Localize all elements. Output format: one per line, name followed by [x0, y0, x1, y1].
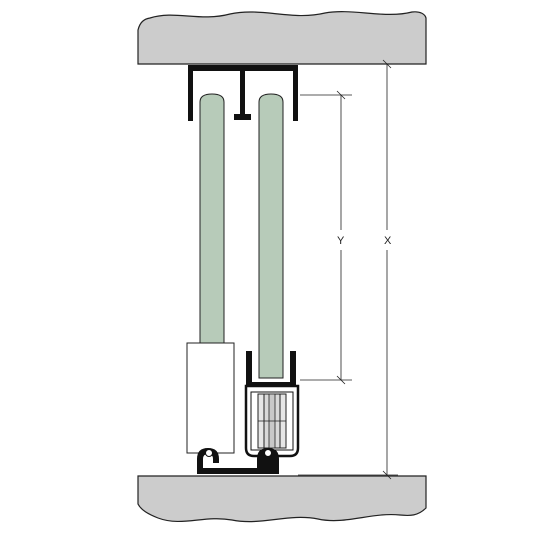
- top-track-profile: [188, 65, 298, 121]
- glass-panel-right: [258, 93, 284, 379]
- dimension-x: [298, 59, 398, 480]
- glass-panel-left: [199, 93, 225, 345]
- roller-wheel: [257, 393, 287, 449]
- floor-slab: [137, 475, 427, 523]
- ceiling-slab: [137, 11, 427, 65]
- dimension-x-label: X: [384, 235, 392, 247]
- floor-track-profile: [197, 448, 279, 474]
- left-panel-bottom-insert: [186, 342, 235, 454]
- dimension-y: [300, 90, 352, 385]
- dimension-y-label: Y: [337, 235, 345, 247]
